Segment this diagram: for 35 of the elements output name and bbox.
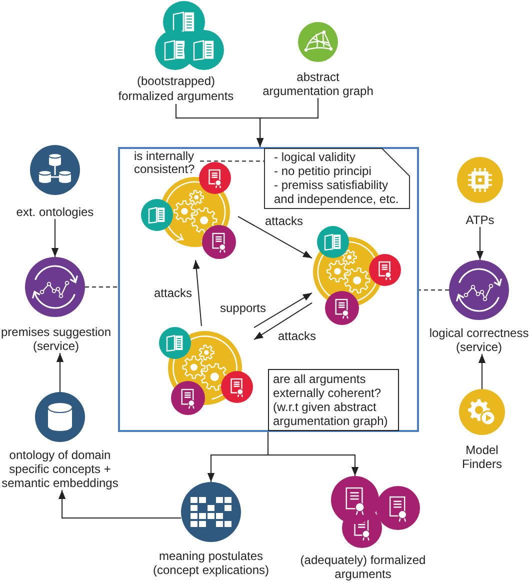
note-text: - no petitio principi xyxy=(274,164,372,178)
arrow xyxy=(51,218,59,258)
edge-label: supports xyxy=(218,301,268,315)
node-label: (bootstrapped) formalized arguments xyxy=(117,74,235,104)
node-label: (adequately) formalized arguments xyxy=(299,553,427,581)
node-label: meaning postulates (concept explications) xyxy=(152,549,270,577)
note-text: - premiss satisfiability and independence, etc. xyxy=(274,178,400,206)
arrow xyxy=(478,354,486,390)
edge-label: attacks xyxy=(264,214,304,228)
node-label: Model Finders xyxy=(460,443,503,471)
arrow xyxy=(238,216,312,259)
note-text: (w.r.t given abstract argumentation graph) xyxy=(273,400,389,428)
node-label: ext. ontologies xyxy=(16,205,94,219)
note-text: are all arguments externally coherent? xyxy=(273,372,382,400)
node-label: ATPs xyxy=(466,213,494,227)
edge-label: attacks xyxy=(277,329,317,343)
dashed-line xyxy=(84,286,118,288)
container-box xyxy=(118,147,419,432)
note-box xyxy=(268,369,399,431)
node-label: ontology of domain specific concepts + semantic embeddings xyxy=(0,448,120,490)
question-text: is internally consistent? xyxy=(134,150,196,176)
node-label: premises suggestion (service) xyxy=(0,325,112,353)
arrow xyxy=(254,302,312,340)
arrow xyxy=(268,432,359,476)
edge-label: attacks xyxy=(153,286,193,300)
dashed-line xyxy=(200,160,264,162)
arrow xyxy=(256,98,318,148)
arrow xyxy=(254,292,312,328)
arrow xyxy=(58,490,182,518)
note-text: - logical validity xyxy=(274,150,356,164)
arrow xyxy=(56,352,64,392)
arrow xyxy=(476,226,484,260)
arrow xyxy=(192,260,202,326)
node-label: abstract argumentation graph xyxy=(262,70,374,98)
node-label: logical correctness (service) xyxy=(428,326,530,354)
